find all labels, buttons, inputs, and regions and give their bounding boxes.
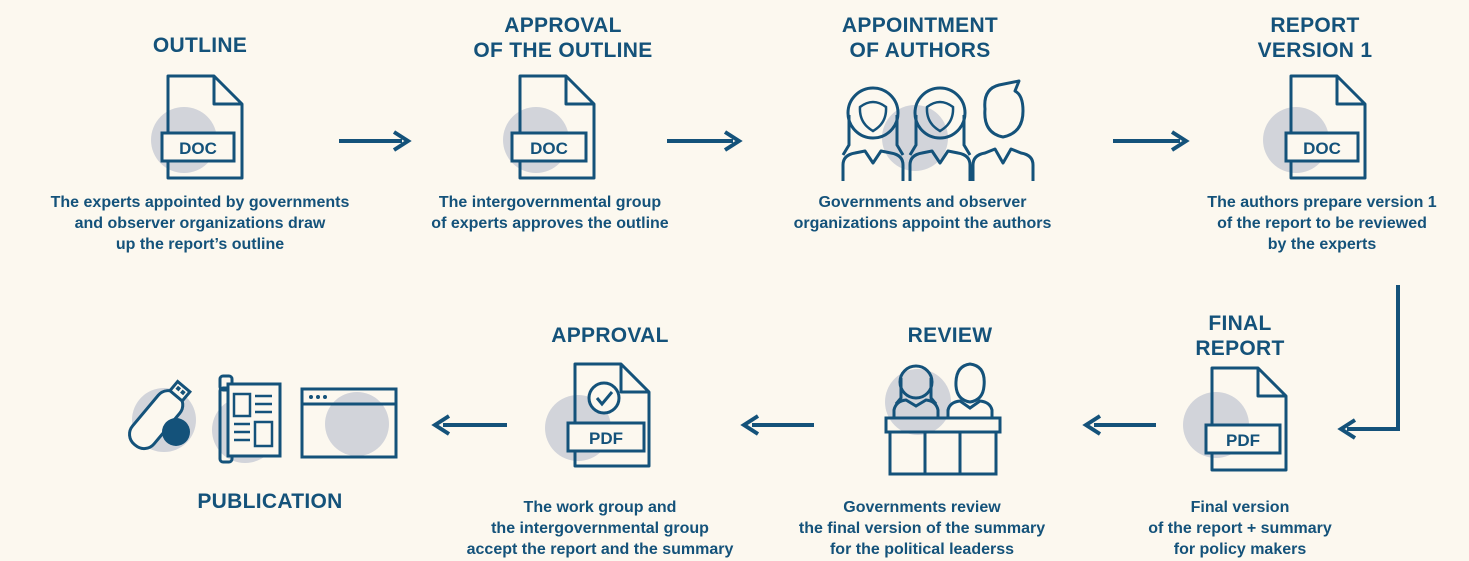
arrow-left-icon — [1082, 414, 1156, 436]
arrow-left-icon — [740, 414, 814, 436]
review-panel-icon — [884, 362, 1002, 476]
svg-text:DOC: DOC — [179, 139, 217, 158]
step-appointment-title: APPOINTMENT OF AUTHORS — [841, 14, 999, 62]
step-final-report-description: Final version of the report + summary fo… — [1148, 499, 1332, 558]
elbow-arrow-icon — [1337, 285, 1400, 440]
step-approval-title: APPROVAL — [551, 324, 669, 347]
newspaper-icon — [212, 374, 282, 464]
step-review-title: REVIEW — [907, 324, 993, 347]
step-report-v1-title: REPORT VERSION 1 — [1257, 14, 1373, 62]
report-v1-doc-icon: DOC — [1263, 74, 1367, 180]
step-review-description: Governments review the final version of … — [798, 499, 1046, 558]
approval-outline-doc-icon: DOC — [503, 74, 596, 180]
step-approval-description: The work group and the intergovernmental… — [466, 499, 734, 558]
step-outline-description: The experts appointed by governments and… — [50, 194, 350, 253]
approval-pdf-icon: PDF — [545, 362, 651, 468]
step-approval-outline-title: APPROVAL OF THE OUTLINE — [473, 14, 653, 62]
step-approval-outline-description: The intergovernmental group of experts a… — [431, 194, 669, 232]
svg-text:PDF: PDF — [1226, 431, 1260, 450]
arrow-right-icon — [1113, 130, 1190, 152]
outline-doc-icon: DOC — [151, 74, 244, 180]
step-appointment-description: Governments and observer organizations a… — [793, 194, 1052, 232]
arrow-right-icon — [667, 130, 743, 152]
svg-text:DOC: DOC — [1303, 139, 1341, 158]
usb-drive-icon — [128, 379, 196, 452]
svg-text:PDF: PDF — [589, 429, 623, 448]
step-outline-title: OUTLINE — [152, 34, 248, 57]
final-report-pdf-icon: PDF — [1183, 366, 1288, 472]
arrow-right-icon — [339, 130, 412, 152]
arrow-left-icon — [431, 414, 507, 436]
appointment-people-icon — [841, 79, 1035, 183]
step-publication-title: PUBLICATION — [197, 490, 343, 513]
svg-text:DOC: DOC — [530, 139, 568, 158]
step-report-v1-description: The authors prepare version 1 of the rep… — [1207, 194, 1437, 253]
step-final-report-title: FINAL REPORT — [1195, 312, 1285, 360]
browser-window-icon — [300, 387, 398, 459]
